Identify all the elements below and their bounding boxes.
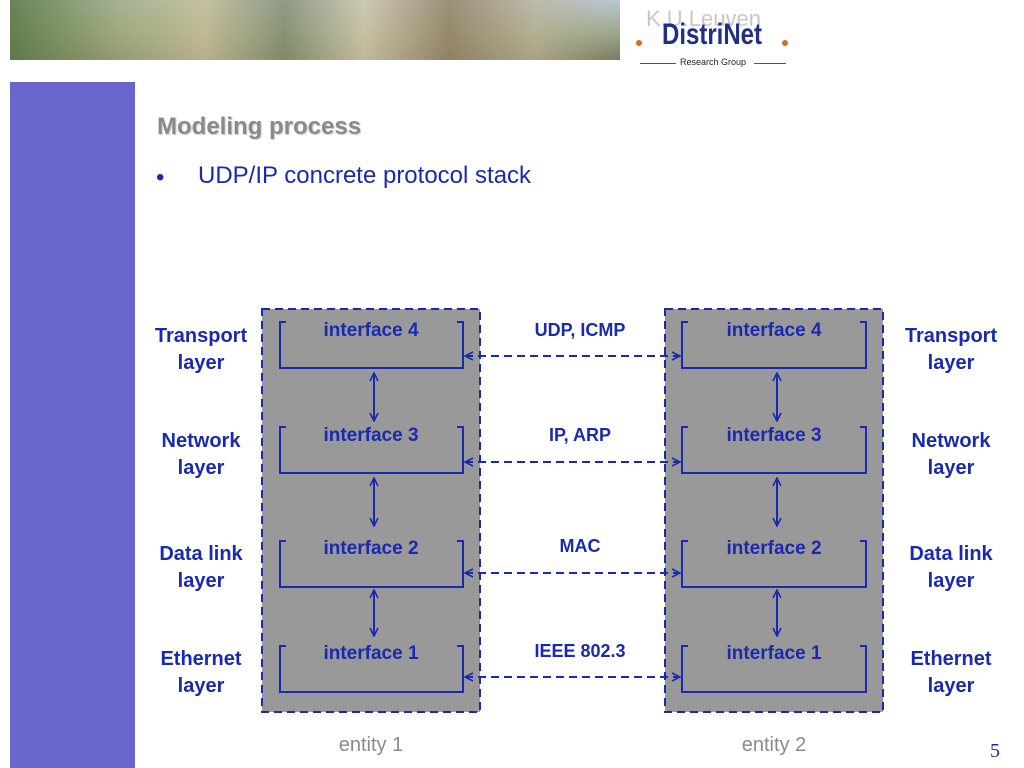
vertical-links — [374, 373, 777, 636]
entity2-label: entity 2 — [741, 734, 807, 756]
entity2-bracket-4 — [681, 321, 867, 369]
protocol-label-network: IP, ARP — [548, 425, 612, 445]
entity2-bracket-2 — [681, 540, 867, 588]
entity1-bracket-1 — [279, 645, 464, 693]
right-layer-datalink-line2: layer — [927, 570, 975, 592]
protocol-label-transport: UDP, ICMP — [534, 320, 626, 340]
logo-dot-left — [636, 40, 642, 46]
bullet-text: UDP/IP concrete protocol stack — [198, 162, 532, 189]
left-layer-network: Network layer — [146, 428, 256, 482]
slide-title: Modeling process — [157, 113, 362, 140]
left-layer-datalink-line1: Data link — [159, 543, 243, 565]
entity1-label: entity 1 — [338, 734, 404, 756]
right-layer-ethernet: Ethernet layer — [896, 646, 1006, 700]
entity1-bracket-3 — [279, 426, 464, 474]
logo-subtitle: Research Group — [680, 57, 747, 67]
page-number: 5 — [990, 740, 1000, 762]
entity2-interface-4: interface 4 — [726, 320, 822, 341]
sidebar-bar — [10, 82, 135, 768]
left-layer-transport: Transport layer — [146, 323, 256, 377]
logo-rule-left — [640, 63, 676, 64]
entity1-interface-3: interface 3 — [323, 425, 419, 446]
left-layer-ethernet-line1: Ethernet — [160, 648, 242, 670]
entity1-interface-2: interface 2 — [323, 538, 419, 559]
right-layer-datalink: Data link layer — [896, 541, 1006, 595]
right-layer-datalink-line1: Data link — [909, 543, 993, 565]
right-layer-network-line1: Network — [911, 430, 991, 452]
left-layer-datalink-line2: layer — [177, 570, 225, 592]
protocol-label-ethernet: IEEE 802.3 — [534, 641, 626, 661]
bullet-marker: • — [156, 164, 165, 191]
entity2-interface-2: interface 2 — [726, 538, 822, 559]
protocol-label-datalink: MAC — [559, 536, 601, 556]
entity1-interface-1: interface 1 — [323, 643, 419, 664]
right-layer-transport-line1: Transport — [904, 325, 998, 347]
right-layer-ethernet-line1: Ethernet — [910, 648, 992, 670]
logo-rule-right — [754, 63, 786, 64]
left-layer-network-line2: layer — [177, 457, 225, 479]
entity1-bracket-4 — [279, 321, 464, 369]
right-layer-network-line2: layer — [927, 457, 975, 479]
logo-watermark: K.U.Leuven — [646, 6, 761, 31]
right-layer-ethernet-line2: layer — [927, 675, 975, 697]
left-layer-ethernet: Ethernet layer — [146, 646, 256, 700]
left-layer-network-line1: Network — [161, 430, 241, 452]
entity2-bracket-1 — [681, 645, 867, 693]
right-layer-transport: Transport layer — [896, 323, 1006, 377]
right-layer-transport-line2: layer — [927, 352, 975, 374]
entity1-bracket-2 — [279, 540, 464, 588]
entity2-bracket-3 — [681, 426, 867, 474]
right-layer-network: Network layer — [896, 428, 1006, 482]
entity2-interface-1: interface 1 — [726, 643, 822, 664]
entity1-interface-4: interface 4 — [323, 320, 419, 341]
peer-links — [465, 356, 680, 677]
interface-brackets — [279, 321, 867, 693]
photo-banner — [10, 0, 620, 60]
entity2-interface-3: interface 3 — [726, 425, 822, 446]
left-layer-datalink: Data link layer — [146, 541, 256, 595]
sidebar-gap — [10, 60, 135, 82]
left-layer-ethernet-line2: layer — [177, 675, 225, 697]
logo-name: DistriNet — [662, 18, 763, 51]
left-layer-transport-line2: layer — [177, 352, 225, 374]
logo-dot-right — [782, 40, 788, 46]
left-layer-transport-line1: Transport — [154, 325, 248, 347]
